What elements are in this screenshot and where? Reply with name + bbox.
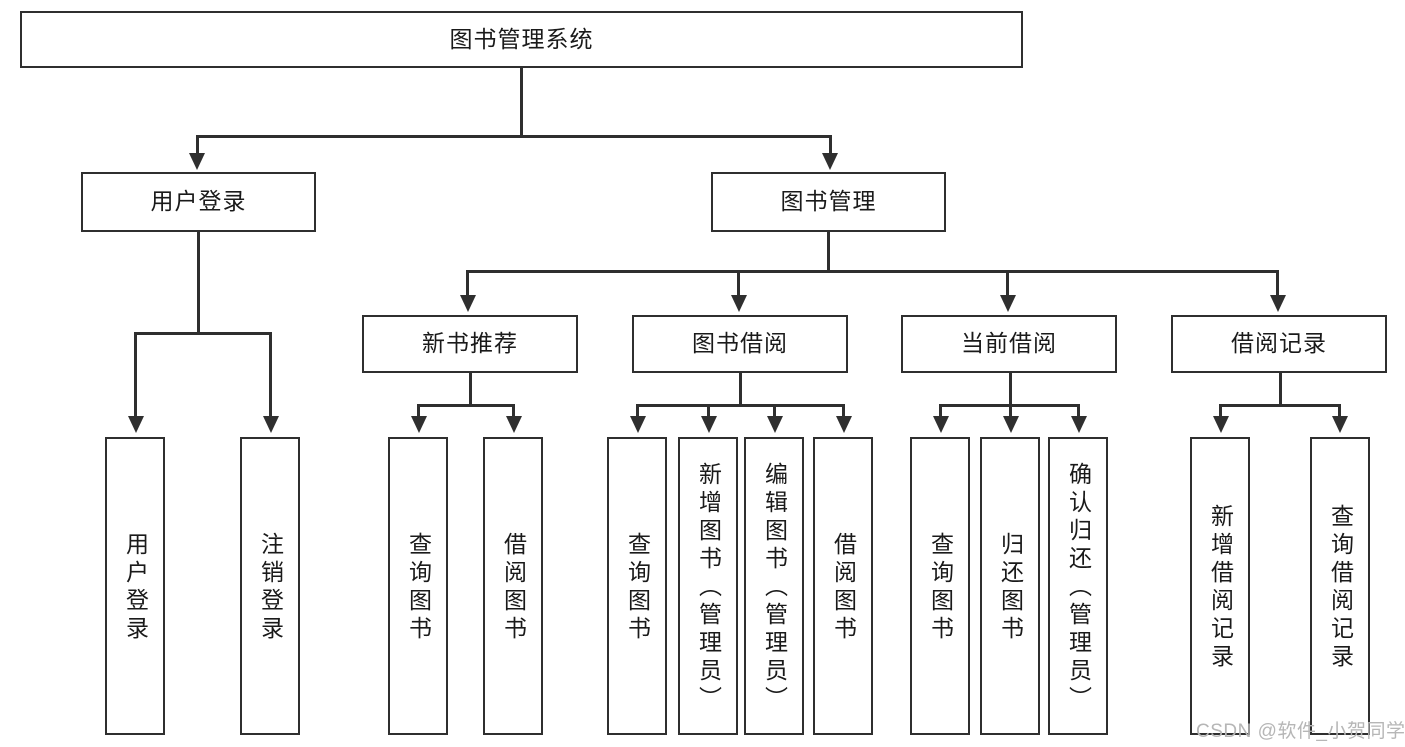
connector-cb-d3 xyxy=(1077,404,1080,418)
connector-cb-stem xyxy=(1009,373,1012,405)
connector-nbr-stem xyxy=(469,373,472,405)
connector-root-to-user xyxy=(196,135,199,156)
arrow-to-leaf-query-book-1 xyxy=(411,416,427,433)
arrow-to-leaf-confirm-return xyxy=(1071,416,1087,433)
node-leaf-add-book-label: 新增图书（管理员） xyxy=(695,462,722,714)
node-leaf-query-book-1[interactable]: 查询图书 xyxy=(388,437,448,735)
node-leaf-add-record-label: 新增借阅记录 xyxy=(1207,504,1234,672)
node-leaf-query-book-3-label: 查询图书 xyxy=(927,532,954,644)
connector-bb-d1 xyxy=(636,404,639,418)
connector-bm-d3 xyxy=(1006,270,1009,297)
connector-book-manage-bus xyxy=(466,270,1278,273)
connector-bm-d1 xyxy=(466,270,469,297)
connector-nbr-d1 xyxy=(417,404,420,418)
connector-book-manage-stem xyxy=(827,232,830,271)
node-leaf-query-book-1-label: 查询图书 xyxy=(405,532,432,644)
node-leaf-user-logout[interactable]: 注销登录 xyxy=(240,437,300,735)
node-book-borrow-label: 图书借阅 xyxy=(692,330,788,357)
node-leaf-confirm-return[interactable]: 确认归还（管理员） xyxy=(1048,437,1108,735)
node-new-book-recommend-label: 新书推荐 xyxy=(422,330,518,357)
arrow-to-leaf-borrow-book-1 xyxy=(506,416,522,433)
node-leaf-confirm-return-label: 确认归还（管理员） xyxy=(1065,462,1092,714)
node-borrow-record[interactable]: 借阅记录 xyxy=(1171,315,1387,373)
watermark-text: CSDN @软件_小贺同学 xyxy=(1196,721,1405,742)
node-user-login-label: 用户登录 xyxy=(150,188,247,215)
connector-cb-d2 xyxy=(1009,404,1012,418)
node-book-manage[interactable]: 图书管理 xyxy=(711,172,946,232)
node-leaf-return-book[interactable]: 归还图书 xyxy=(980,437,1040,735)
arrow-root-to-book-manage xyxy=(822,153,838,170)
connector-bm-d4 xyxy=(1276,270,1279,297)
node-current-borrow-label: 当前借阅 xyxy=(961,330,1057,357)
node-root[interactable]: 图书管理系统 xyxy=(20,11,1023,68)
node-leaf-edit-book[interactable]: 编辑图书（管理员） xyxy=(744,437,804,735)
connector-nbr-bus xyxy=(417,404,515,407)
node-user-login[interactable]: 用户登录 xyxy=(81,172,316,232)
node-leaf-user-logout-label: 注销登录 xyxy=(257,532,284,644)
arrow-to-leaf-query-book-3 xyxy=(933,416,949,433)
arrow-to-new-book-recommend xyxy=(460,295,476,312)
arrow-to-leaf-user-login xyxy=(128,416,144,433)
node-leaf-borrow-book-1[interactable]: 借阅图书 xyxy=(483,437,543,735)
node-leaf-query-book-3[interactable]: 查询图书 xyxy=(910,437,970,735)
node-leaf-query-book-2[interactable]: 查询图书 xyxy=(607,437,667,735)
arrow-to-leaf-query-record xyxy=(1332,416,1348,433)
node-leaf-add-book[interactable]: 新增图书（管理员） xyxy=(678,437,738,735)
connector-root-bus xyxy=(196,135,830,138)
node-leaf-query-record[interactable]: 查询借阅记录 xyxy=(1310,437,1370,735)
arrow-to-leaf-borrow-book-2 xyxy=(836,416,852,433)
node-leaf-query-record-label: 查询借阅记录 xyxy=(1327,504,1354,672)
arrow-to-current-borrow xyxy=(1000,295,1016,312)
node-leaf-add-record[interactable]: 新增借阅记录 xyxy=(1190,437,1250,735)
connector-cb-d1 xyxy=(939,404,942,418)
connector-root-stem xyxy=(520,67,523,136)
connector-bb-stem xyxy=(739,373,742,405)
arrow-to-leaf-query-book-2 xyxy=(630,416,646,433)
node-leaf-edit-book-label: 编辑图书（管理员） xyxy=(761,462,788,714)
arrow-to-leaf-return-book xyxy=(1003,416,1019,433)
connector-user-login-stem xyxy=(197,232,200,333)
arrow-to-borrow-record xyxy=(1270,295,1286,312)
node-leaf-borrow-book-1-label: 借阅图书 xyxy=(500,532,527,644)
arrow-to-leaf-user-logout xyxy=(263,416,279,433)
connector-br-d1 xyxy=(1219,404,1222,418)
arrow-to-leaf-add-book xyxy=(701,416,717,433)
arrow-to-book-borrow xyxy=(731,295,747,312)
node-book-manage-label: 图书管理 xyxy=(780,188,877,215)
connector-bb-d2 xyxy=(707,404,710,418)
arrow-root-to-user-login xyxy=(189,153,205,170)
connector-br-stem xyxy=(1279,373,1282,405)
node-leaf-query-book-2-label: 查询图书 xyxy=(624,532,651,644)
connector-br-d2 xyxy=(1338,404,1341,418)
node-borrow-record-label: 借阅记录 xyxy=(1231,330,1327,357)
connector-bb-d4 xyxy=(842,404,845,418)
connector-br-bus xyxy=(1219,404,1341,407)
connector-user-login-d2 xyxy=(269,332,272,417)
arrow-to-leaf-edit-book xyxy=(767,416,783,433)
connector-user-login-bus xyxy=(134,332,271,335)
node-current-borrow[interactable]: 当前借阅 xyxy=(901,315,1117,373)
node-leaf-borrow-book-2[interactable]: 借阅图书 xyxy=(813,437,873,735)
node-leaf-borrow-book-2-label: 借阅图书 xyxy=(830,532,857,644)
arrow-to-leaf-add-record xyxy=(1213,416,1229,433)
node-new-book-recommend[interactable]: 新书推荐 xyxy=(362,315,578,373)
connector-root-to-book xyxy=(829,135,832,156)
connector-bb-d3 xyxy=(773,404,776,418)
connector-bb-bus xyxy=(636,404,844,407)
connector-bm-d2 xyxy=(737,270,740,297)
node-root-label: 图书管理系统 xyxy=(449,25,594,52)
node-book-borrow[interactable]: 图书借阅 xyxy=(632,315,848,373)
connector-nbr-d2 xyxy=(512,404,515,418)
connector-user-login-d1 xyxy=(134,332,137,417)
node-leaf-return-book-label: 归还图书 xyxy=(997,532,1024,644)
node-leaf-user-login-label: 用户登录 xyxy=(122,532,149,644)
node-leaf-user-login[interactable]: 用户登录 xyxy=(105,437,165,735)
